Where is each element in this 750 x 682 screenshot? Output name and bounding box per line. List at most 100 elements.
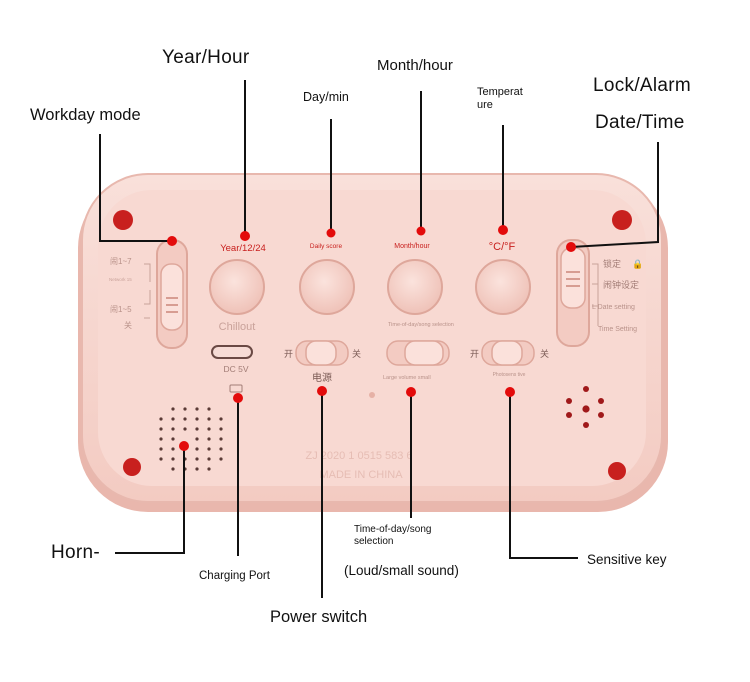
- grille-hole: [183, 427, 187, 431]
- screw-bottom-right: [608, 462, 626, 480]
- callout-temperature-1: Temperat: [477, 86, 523, 98]
- grille-hole: [219, 447, 223, 451]
- grille-hole: [195, 407, 199, 411]
- callout-day-min: Day/min: [303, 90, 349, 104]
- callout-horn: Horn-: [51, 542, 101, 563]
- dc-label: DC 5V: [223, 364, 248, 374]
- grille-hole: [207, 407, 211, 411]
- power-off-label: 关: [352, 348, 361, 359]
- power-cn-label: 电源: [312, 371, 332, 384]
- power-switch-knob[interactable]: [305, 340, 337, 366]
- grille-hole: [195, 467, 199, 471]
- marker-month: [416, 226, 426, 236]
- grille-hole: [195, 417, 199, 421]
- grille-hole: [207, 417, 211, 421]
- screw-top-left: [113, 210, 133, 230]
- speaker-grille: [159, 407, 223, 471]
- grille-hole: [171, 417, 175, 421]
- grille-hole: [159, 437, 163, 441]
- grille-hole: [207, 437, 211, 441]
- volume-small-label: Large volume small: [383, 375, 431, 381]
- grille-hole: [171, 427, 175, 431]
- grille-hole: [183, 417, 187, 421]
- grille-hole: [171, 457, 175, 461]
- marker-power: [317, 386, 327, 396]
- screw-bottom-left: [123, 458, 141, 476]
- grille-hole: [207, 467, 211, 471]
- temp-button-label: °C/°F: [489, 241, 516, 253]
- battery-icon: [229, 384, 243, 393]
- time-song-small-label: Time-of-day/song selection: [388, 322, 454, 328]
- workday-1-5-label: 闹1~5: [110, 304, 132, 314]
- marker-volume: [406, 387, 416, 397]
- grille-hole: [195, 437, 199, 441]
- grille-hole: [159, 457, 163, 461]
- serial-number: ZJ 2020 1 0515 583 6: [305, 450, 412, 462]
- callout-markers: [167, 225, 576, 451]
- volume-switch-knob[interactable]: [404, 340, 444, 366]
- grille-hole: [207, 457, 211, 461]
- grille-hole: [171, 407, 175, 411]
- marker-year: [240, 231, 250, 241]
- callout-loud-small: (Loud/small sound): [344, 563, 459, 578]
- sensor-holes: [566, 386, 604, 428]
- marker-temperature: [498, 225, 508, 235]
- lock-icon: 🔒: [632, 259, 643, 269]
- grille-hole: [159, 447, 163, 451]
- usb-c-port[interactable]: [211, 345, 253, 359]
- marker-workday: [167, 236, 177, 246]
- marker-horn: [179, 441, 189, 451]
- grille-hole: [183, 407, 187, 411]
- grille-hole: [195, 427, 199, 431]
- grille-hole: [171, 467, 175, 471]
- callout-month-hour: Month/hour: [377, 57, 453, 74]
- day-button[interactable]: [299, 259, 355, 315]
- callout-time-song-2: selection: [354, 536, 394, 547]
- marker-day: [326, 228, 336, 238]
- grille-hole: [219, 427, 223, 431]
- grille-hole: [171, 437, 175, 441]
- year-button-label: Year/12/24: [220, 243, 266, 254]
- screw-top-right: [612, 210, 632, 230]
- workday-off-label: 关: [124, 320, 132, 330]
- callout-temperature-2: ure: [477, 99, 493, 111]
- callout-lines: [99, 80, 659, 598]
- callout-power-switch: Power switch: [270, 608, 368, 626]
- marker-charging: [233, 393, 243, 403]
- workday-network-label: Network 15: [109, 277, 132, 282]
- lock-bracket: [592, 263, 599, 326]
- year-button[interactable]: [209, 259, 265, 315]
- grille-hole: [207, 447, 211, 451]
- reset-hole: [369, 392, 375, 398]
- callout-lock-alarm: Lock/Alarm: [593, 75, 692, 96]
- alarm-cn-label: 闹钟设定: [603, 279, 639, 290]
- callout-sensitive-key: Sensitive key: [587, 552, 667, 567]
- power-on-label: 开: [284, 349, 293, 359]
- callout-year-hour: Year/Hour: [162, 47, 250, 68]
- workday-1-7-label: 闹1~7: [110, 256, 132, 266]
- grille-hole: [171, 447, 175, 451]
- grille-hole: [219, 417, 223, 421]
- photo-switch-knob[interactable]: [491, 340, 523, 366]
- photo-on-label: 开: [470, 349, 479, 359]
- lock-cn-label: 锁定: [603, 258, 621, 269]
- month-button[interactable]: [387, 259, 443, 315]
- photo-off-label: 关: [540, 348, 549, 359]
- time-setting-label: Time Setting: [598, 326, 637, 333]
- day-button-label: Daily score: [310, 243, 343, 250]
- grille-hole: [159, 417, 163, 421]
- grille-hole: [207, 427, 211, 431]
- workday-bracket: [144, 263, 151, 319]
- callout-time-song-1: Time-of-day/song: [354, 524, 432, 535]
- chillout-label: Chillout: [219, 321, 256, 333]
- grille-hole: [195, 457, 199, 461]
- temperature-button[interactable]: [475, 259, 531, 315]
- grille-hole: [159, 427, 163, 431]
- callout-date-time: Date/Time: [595, 112, 685, 133]
- marker-lock: [566, 242, 576, 252]
- grille-hole: [219, 457, 223, 461]
- made-in-label: MADE IN CHINA: [319, 469, 403, 481]
- grille-hole: [219, 437, 223, 441]
- photosensitive-label: Photosens tive: [493, 372, 526, 378]
